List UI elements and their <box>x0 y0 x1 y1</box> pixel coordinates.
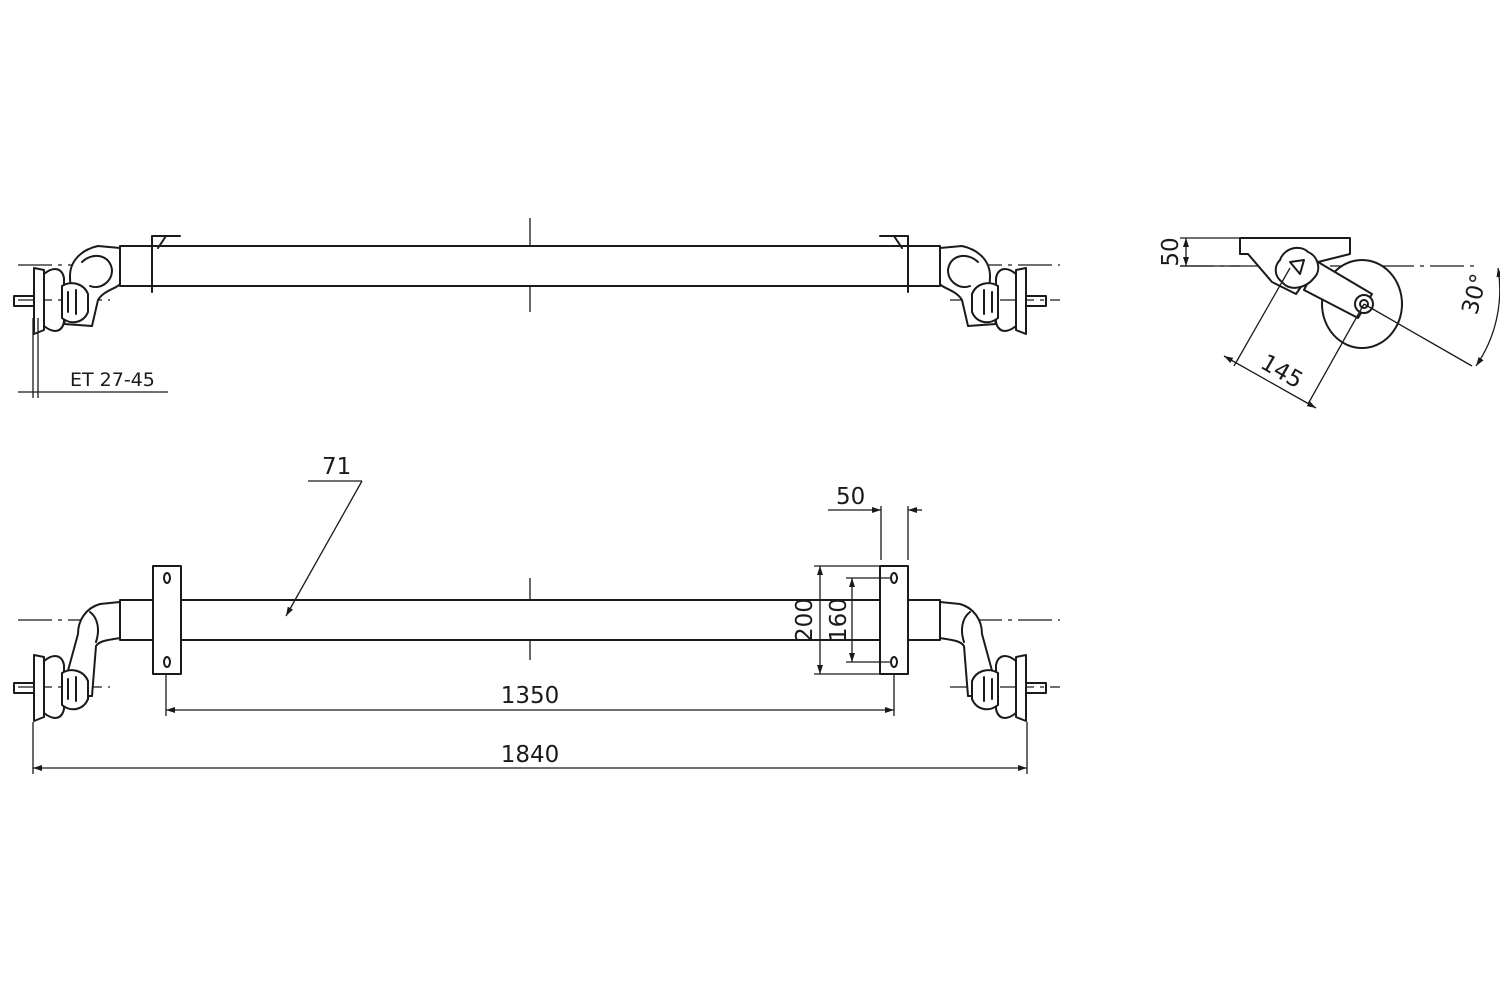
arm-angle-label: 30° <box>1457 271 1493 317</box>
top-axle-tube <box>119 245 941 287</box>
et-offset-label: ET 27-45 <box>70 369 155 391</box>
overall-width-label: 1840 <box>501 742 560 768</box>
top-bracket-left <box>151 235 181 293</box>
side-height-label: 50 <box>1158 237 1184 266</box>
arm-angle-arc <box>1475 267 1500 367</box>
arm-length-dimension <box>1223 355 1317 409</box>
front-view: 71 50 200 160 1350 1840 <box>13 454 1060 774</box>
mount-spacing-label: 1350 <box>501 683 560 709</box>
top-bracket-right <box>879 235 909 293</box>
side-torsion-tube <box>1274 246 1320 289</box>
top-view: ET 27-45 <box>13 218 1060 398</box>
side-view: 50 145 30° <box>1158 237 1500 409</box>
bracket-width-label: 50 <box>836 484 865 510</box>
hole-spacing-label: 160 <box>826 598 852 642</box>
tube-size-leader <box>285 480 363 617</box>
tube-size-label: 71 <box>322 454 351 480</box>
bracket-height-label: 200 <box>792 598 818 642</box>
arm-length-label: 145 <box>1256 350 1307 394</box>
